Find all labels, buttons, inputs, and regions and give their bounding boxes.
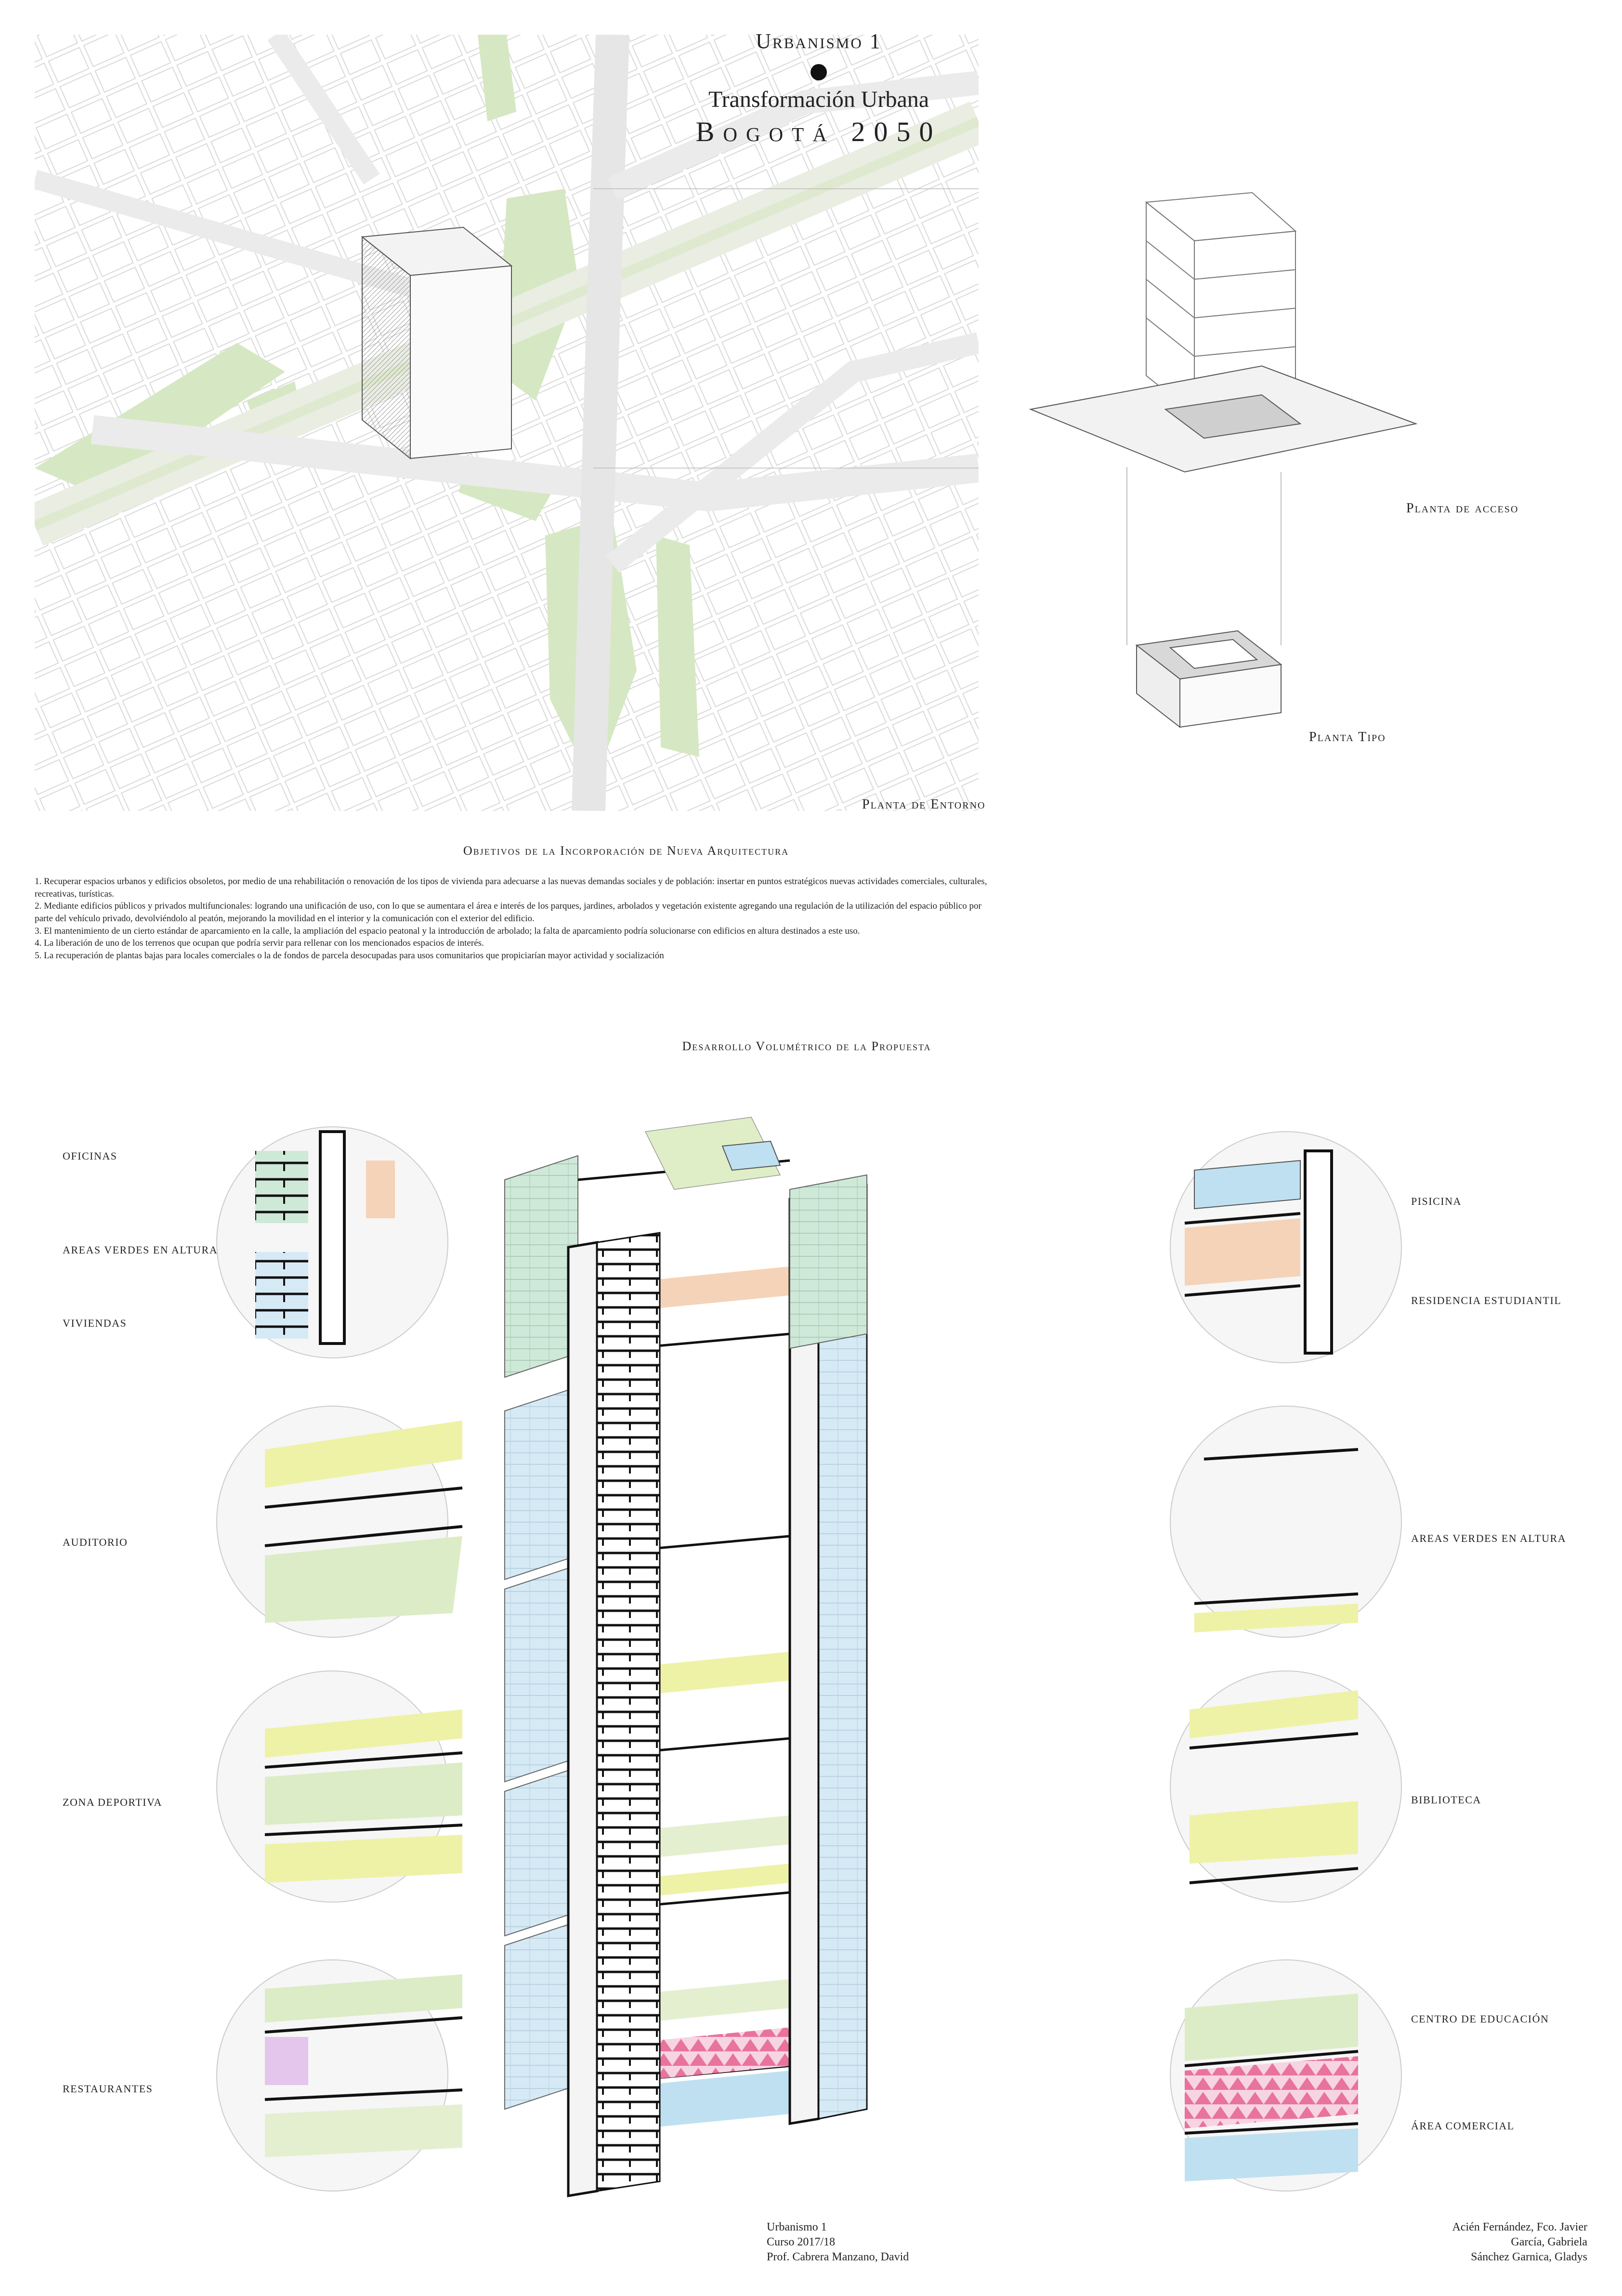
highway — [267, 35, 380, 185]
detail-circle-restaurants — [216, 1959, 463, 2192]
footer-line: Urbanismo 1 — [767, 2221, 827, 2233]
highway — [605, 332, 979, 573]
label-piscina: PISICINA — [1411, 1195, 1462, 1207]
park-area — [478, 35, 516, 121]
course-title: Urbanismo 1 — [756, 29, 882, 53]
footer-course: Urbanismo 1 Curso 2017/18 Prof. Cabrera … — [767, 2220, 909, 2265]
top-office-block — [789, 1174, 867, 1349]
footer-authors: Acién Fernández, Fco. Javier García, Gab… — [1452, 2220, 1587, 2265]
detail-circle-pool — [1170, 1131, 1402, 1363]
context-map — [35, 35, 979, 811]
label-restaurantes: RESTAURANTES — [63, 2083, 153, 2095]
label-centro-educacion: CENTRO DE EDUCACIÓN — [1411, 2013, 1549, 2025]
objectives-title: Objetivos de la Incorporación de Nueva A… — [463, 844, 789, 858]
detail-circle-sports — [216, 1670, 463, 1903]
green-roof — [644, 1117, 781, 1190]
objective-item: 5. La recuperación de plantas bajas para… — [35, 950, 664, 961]
left-detail-circles — [216, 1126, 463, 2192]
objective-item: 4. La liberación de uno de los terrenos … — [35, 938, 484, 949]
label-biblioteca: BIBLIOTECA — [1411, 1794, 1481, 1806]
tower-core-right — [788, 1184, 868, 2125]
label-residencia: RESIDENCIA ESTUDIANTIL — [1411, 1294, 1562, 1306]
highway — [607, 71, 979, 200]
footer-line: Curso 2017/18 — [767, 2236, 836, 2249]
volumetric-title: Desarrollo Volumétrico de la Propuesta — [682, 1039, 931, 1053]
context-plan-label: Planta de Entorno — [862, 797, 986, 812]
title-block: Urbanismo 1 Transformación Urbana Bogotá… — [626, 29, 1011, 148]
objective-item: 3. El mantenimiento de un cierto estánda… — [35, 926, 860, 936]
objectives-list: 1. Recuperar espacios urbanos y edificio… — [35, 875, 988, 962]
label-areas-verdes: AREAS VERDES EN ALTURA — [63, 1244, 218, 1256]
isometric-plans — [1029, 192, 1418, 729]
objective-item: 2. Mediante edificios públicos y privado… — [35, 901, 981, 924]
author-name: García, Gabriela — [1511, 2236, 1587, 2249]
detail-circle-offices — [216, 1126, 448, 1358]
title-dot — [811, 64, 827, 80]
subtitle: Transformación Urbana — [708, 87, 929, 112]
typical-plan-label: Planta Tipo — [1309, 730, 1386, 744]
author-name: Sánchez Garnica, Gladys — [1471, 2251, 1587, 2264]
park-area — [656, 535, 699, 757]
detail-circle-green — [1170, 1406, 1402, 1638]
tower-context — [361, 226, 513, 460]
tower-left-facade — [504, 1155, 578, 2110]
city-title: Bogotá 2050 — [695, 116, 942, 147]
park-area — [35, 343, 285, 497]
objective-item: 1. Recuperar espacios urbanos y edificio… — [35, 876, 987, 899]
detail-circle-library — [1170, 1670, 1402, 1903]
highway — [572, 35, 629, 811]
detail-circle-auditorium — [216, 1406, 463, 1638]
tower-core-left — [567, 1232, 661, 2197]
author-name: Acién Fernández, Fco. Javier — [1452, 2221, 1587, 2233]
detail-circle-education — [1170, 1959, 1402, 2192]
label-viviendas: VIVIENDAS — [63, 1317, 127, 1329]
access-plan — [1029, 365, 1418, 473]
label-oficinas: OFICINAS — [63, 1150, 118, 1162]
typical-plan — [1135, 630, 1282, 729]
pool — [721, 1140, 781, 1171]
tower-axonometric — [504, 1117, 868, 2197]
label-zona-deportiva: ZONA DEPORTIVA — [63, 1796, 162, 1808]
label-area-comercial: ÁREA COMERCIAL — [1411, 2120, 1515, 2132]
access-plan-label: Planta de acceso — [1406, 501, 1519, 516]
right-detail-circles — [1170, 1131, 1402, 2192]
label-areas-verdes-right: AREAS VERDES EN ALTURA — [1411, 1532, 1567, 1544]
label-auditorio: AUDITORIO — [63, 1536, 128, 1548]
footer-line: Prof. Cabrera Manzano, David — [767, 2251, 909, 2264]
